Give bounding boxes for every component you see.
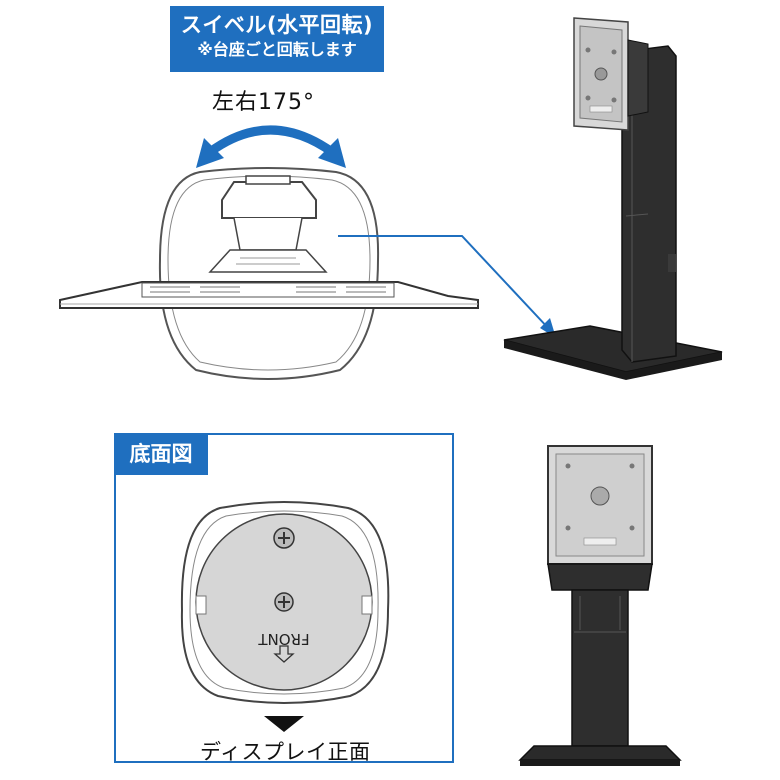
swivel-note: ※台座ごと回転します [197, 40, 357, 59]
stand-front-view [518, 445, 682, 766]
bottom-view-frame [114, 433, 454, 763]
down-triangle-icon [264, 716, 304, 732]
stand-side-view [503, 17, 723, 380]
display-front-caption: ディスプレイ正面 [200, 740, 371, 764]
bottom-view-tag: 底面図 [114, 433, 208, 475]
swivel-angle-label: 左右175° [212, 90, 315, 115]
front-arrow-icon [273, 645, 295, 663]
front-label: FRONT [258, 630, 310, 648]
bottom-view-diagram: FRONT [180, 445, 682, 766]
swivel-title: スイベル(水平回転) [180, 13, 374, 37]
center-screw-icon [274, 592, 294, 612]
screw-icon [273, 527, 295, 549]
base-outline [158, 167, 380, 380]
rotation-arrow-icon [196, 125, 346, 168]
swivel-badge: スイベル(水平回転) ※台座ごと回転します [170, 6, 384, 72]
top-view-diagram [59, 17, 723, 380]
